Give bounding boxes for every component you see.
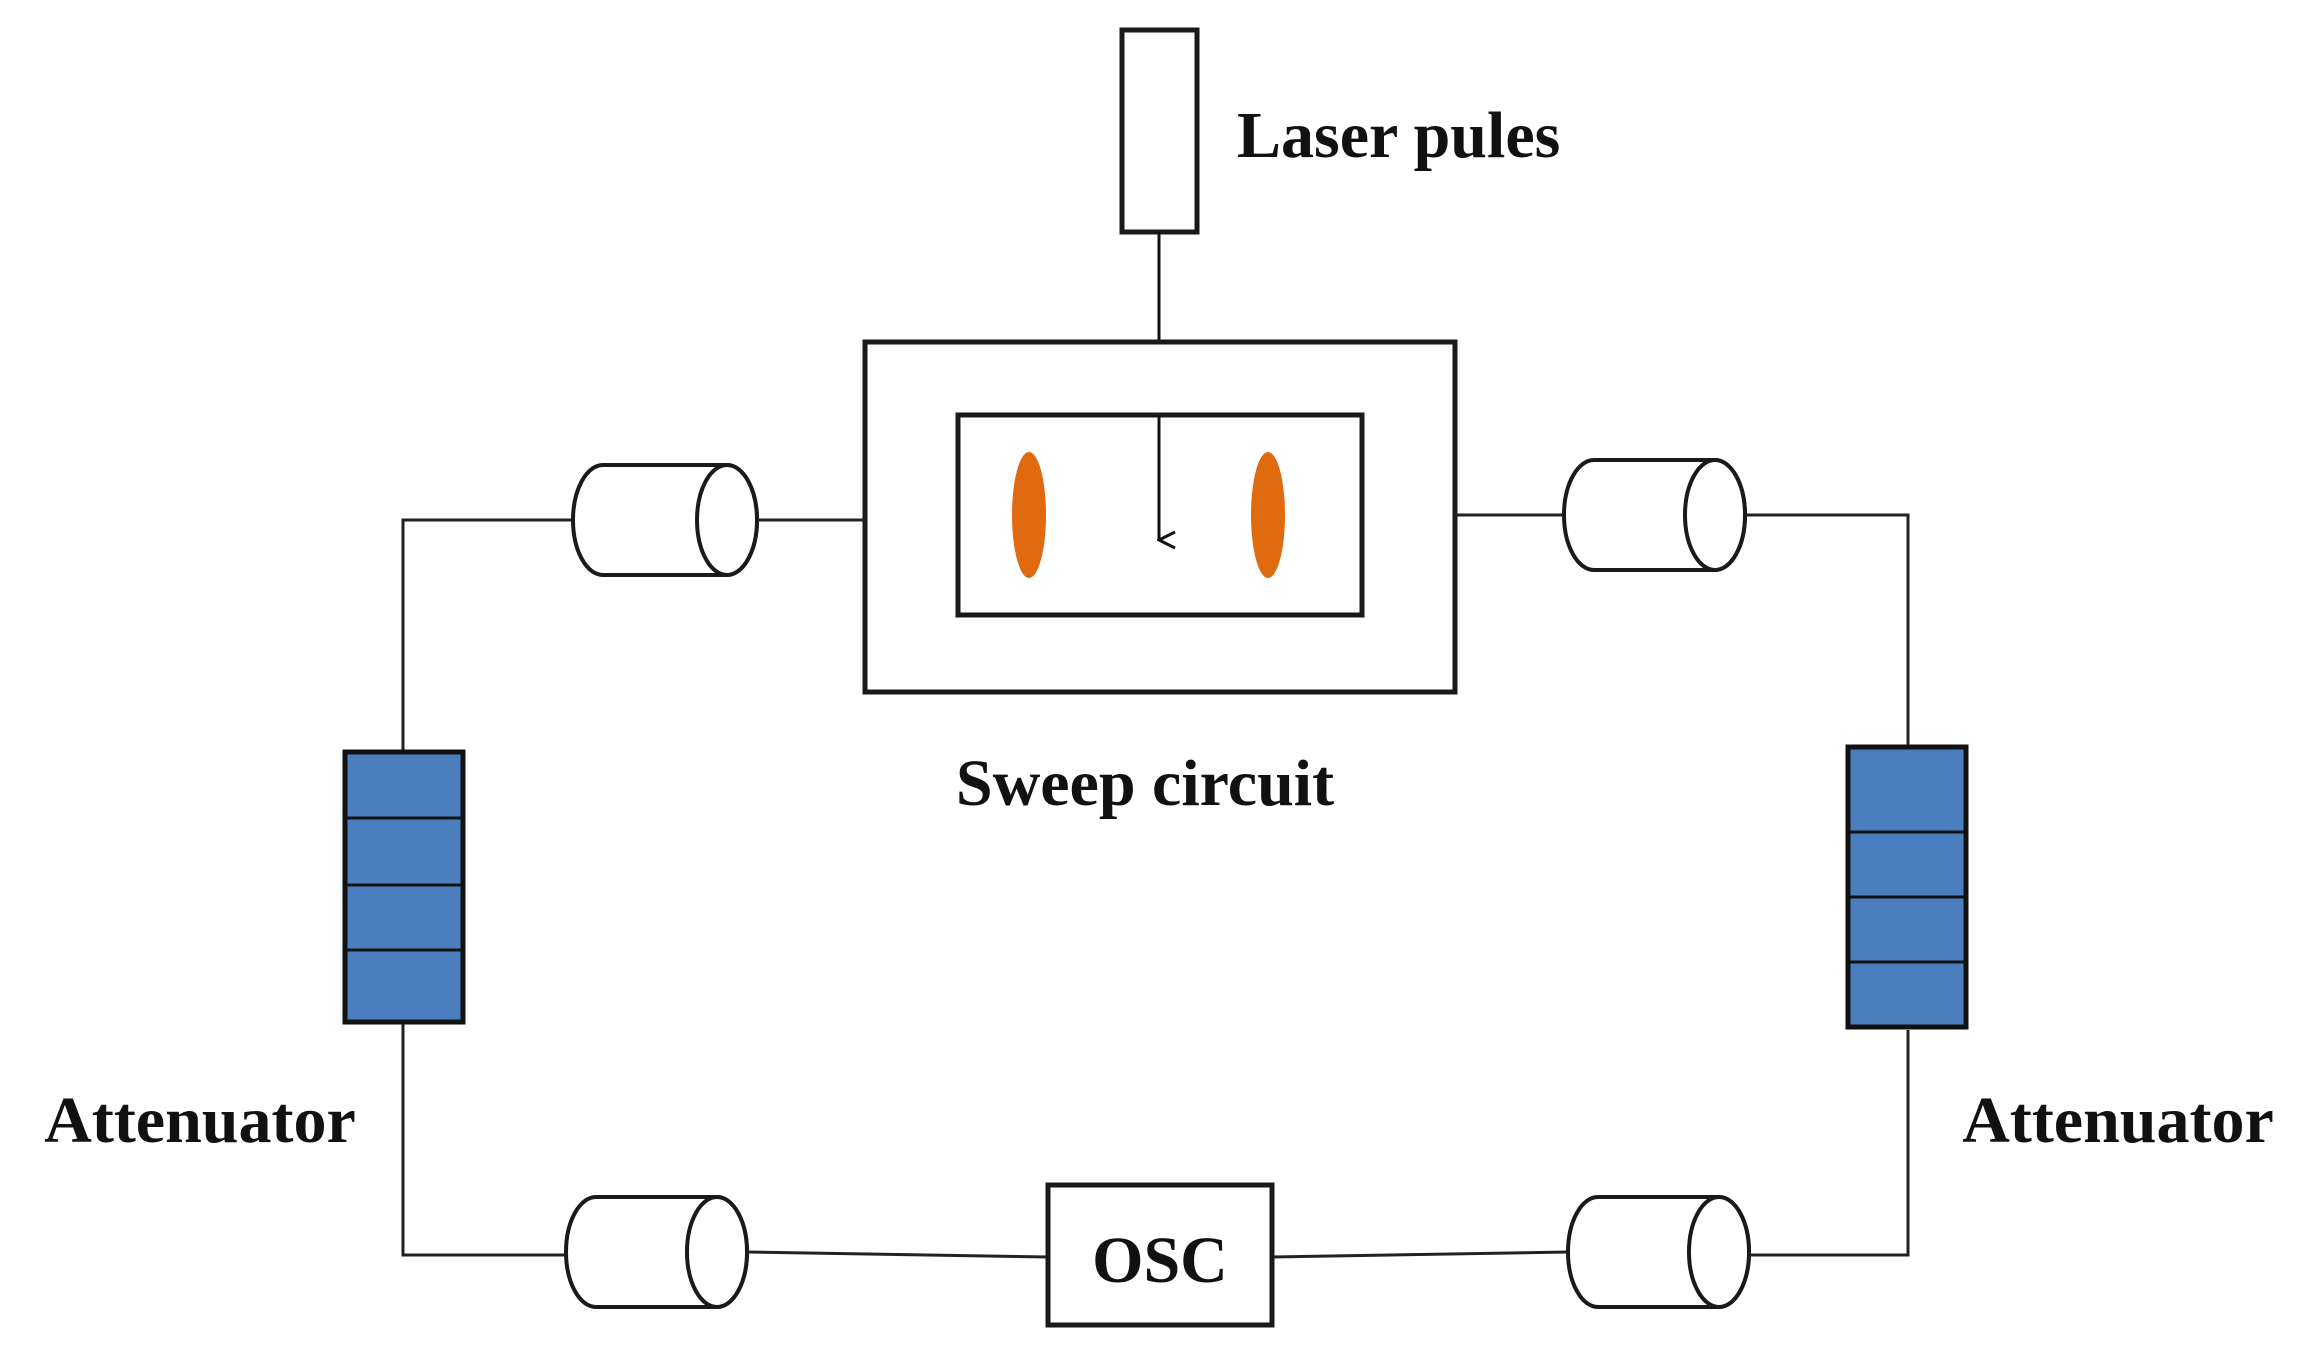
attenuator-left	[342, 749, 466, 1025]
attenuator-right-label: Attenuator	[1962, 1084, 2274, 1157]
osc-label: OSC	[1092, 1224, 1228, 1297]
laser-label: Laser pules	[1237, 99, 1560, 172]
sweep-circuit-label: Sweep circuit	[956, 747, 1334, 820]
osc-box	[1045, 1182, 1275, 1328]
cable-connector-bottom-right	[1566, 1195, 1751, 1309]
wiring	[401, 513, 1910, 1259]
electrode-left	[1012, 452, 1046, 578]
oscilloscope	[1045, 1182, 1275, 1328]
cable-connector-bottom-left	[564, 1195, 749, 1309]
attenuator-left-label: Attenuator	[44, 1084, 356, 1157]
laser-source	[1119, 27, 1200, 235]
laser-box	[1119, 27, 1200, 235]
cable-connector-top-left	[571, 463, 759, 577]
electrode-right	[1251, 452, 1285, 578]
attenuator-right	[1845, 744, 1969, 1030]
cable-connector-top-right	[1562, 458, 1747, 572]
